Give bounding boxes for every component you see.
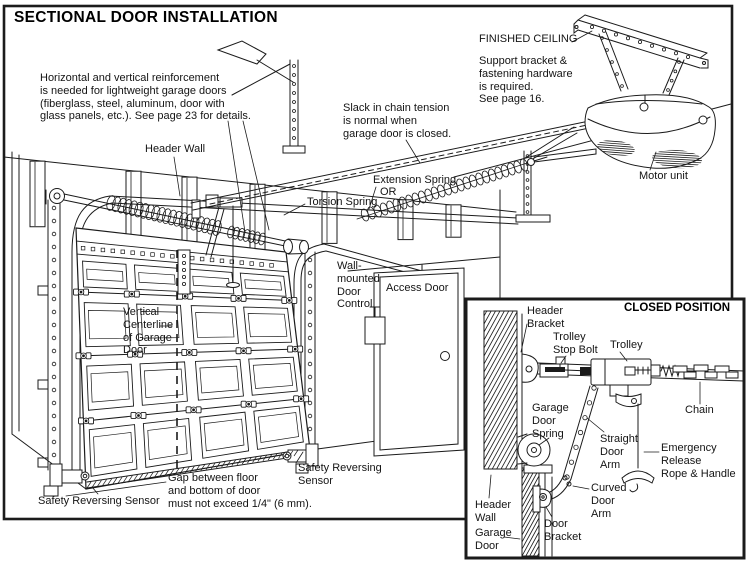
header-wall-hatch: [484, 311, 517, 469]
page-title: SECTIONAL DOOR INSTALLATION: [14, 9, 278, 26]
door-tracks: [37, 195, 519, 473]
garage-door-spring-drawing: [517, 433, 551, 467]
mid-support-bracket: [216, 40, 306, 154]
inset-wall-lines: [483, 310, 523, 470]
label-inset-garage-door-spring: Garage Door Spring: [532, 402, 569, 440]
support-post-holes: [292, 64, 530, 214]
label-finished-ceiling: FINISHED CEILING: [479, 33, 578, 45]
label-or: OR: [380, 186, 397, 198]
label-inset-emergency-release: Emergency Release Rope & Handle: [661, 442, 736, 480]
label-inset-chain: Chain: [685, 404, 714, 416]
label-inset-header-wall: Header Wall: [475, 499, 512, 524]
label-inset-garage-door: Garage Door: [475, 527, 512, 552]
label-inset-trolley: Trolley: [610, 339, 643, 351]
label-support-bracket-note: Support bracket & fastening hardware is …: [479, 55, 573, 106]
rear-rail-support: [515, 126, 597, 223]
label-motor-unit: Motor unit: [639, 170, 688, 182]
door-arm-holes: [564, 385, 597, 480]
inset-title: CLOSED POSITION: [624, 302, 731, 314]
track-holes: [51, 205, 313, 458]
torsion-spring-coil: [106, 195, 266, 246]
label-inset-trolley-stop-bolt: Trolley Stop Bolt: [553, 331, 598, 356]
closed-position-inset: [464, 297, 746, 560]
sensor-beam: [86, 449, 299, 489]
bracket-holes: [590, 24, 691, 92]
ceiling-support-bracket: [573, 14, 709, 96]
label-inset-door-bracket: Door Bracket: [544, 518, 582, 543]
label-centerline: Vertical Centerline of Garage Door: [123, 306, 174, 357]
label-access-door: Access Door: [386, 282, 449, 294]
label-safety-sensor-right: Safety Reversing Sensor: [298, 462, 382, 487]
label-wall-control: Wall- mounted Door Control: [337, 260, 380, 311]
motor-unit-drawing: [584, 94, 716, 170]
access-door-drawing: [373, 267, 465, 457]
inset-leader-lines: [488, 323, 701, 540]
label-extension-spring: Extension Spring: [373, 174, 457, 186]
label-torsion-spring: Torsion Spring: [307, 196, 378, 208]
label-reinforcement-note: Horizontal and vertical reinforcement is…: [40, 72, 251, 123]
inset-rail-trolley: [521, 353, 745, 408]
label-gap-note: Gap between floor and bottom of door mus…: [168, 472, 312, 510]
garage-door: [73, 227, 311, 490]
label-header-wall: Header Wall: [145, 143, 206, 155]
leader-lines: [65, 30, 657, 497]
label-inset-header-bracket: Header Bracket: [527, 305, 565, 330]
label-inset-curved-door-arm: Curved Door Arm: [591, 482, 627, 520]
label-slack-note: Slack in chain tension is normal when ga…: [343, 102, 452, 140]
inset-door-arms: [532, 385, 655, 513]
center-bracket-holes: [181, 253, 186, 286]
wall-control-drawing: [364, 306, 386, 345]
diagram-border: [2, 4, 734, 521]
label-safety-sensor-left: Safety Reversing Sensor: [38, 495, 160, 507]
safety-sensors: [43, 443, 319, 497]
label-inset-straight-door-arm: Straight Door Arm: [600, 433, 638, 471]
